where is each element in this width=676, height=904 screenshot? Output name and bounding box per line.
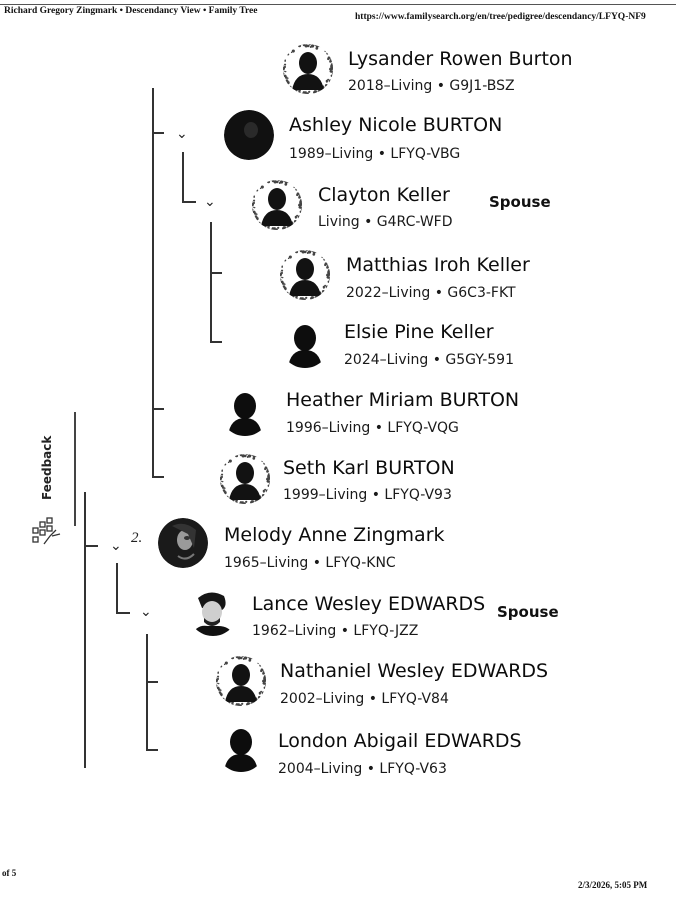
person-lifespan-id: 1989–Living • LFYQ-VBG xyxy=(289,146,461,162)
person-lifespan-id: 1965–Living • LFYQ-KNC xyxy=(224,555,396,571)
person-lifespan-id: 1999–Living • LFYQ-V93 xyxy=(283,487,452,503)
chevron-down-icon[interactable]: ⌄ xyxy=(176,126,188,142)
tree-line xyxy=(84,545,98,547)
spouse-label: Spouse xyxy=(497,603,559,621)
person-name[interactable]: Melody Anne Zingmark xyxy=(224,524,445,546)
person-lifespan-id: 2018–Living • G9J1-BSZ xyxy=(348,78,515,94)
avatar[interactable] xyxy=(216,656,266,706)
page-count: of 5 xyxy=(2,868,17,878)
feedback-tab[interactable]: Feedback xyxy=(40,435,54,500)
tree-line xyxy=(116,612,130,614)
avatar[interactable] xyxy=(216,722,266,772)
feedback-tab-border xyxy=(74,412,76,526)
print-header-title: Richard Gregory Zingmark • Descendancy V… xyxy=(4,6,258,16)
tree-line xyxy=(84,492,86,768)
avatar[interactable] xyxy=(220,386,270,436)
person-name[interactable]: Lysander Rowen Burton xyxy=(348,48,573,70)
avatar[interactable] xyxy=(224,110,274,160)
header-rule xyxy=(0,4,676,5)
avatar[interactable] xyxy=(158,518,208,568)
tree-line xyxy=(182,152,184,202)
handwritten-note: 2. xyxy=(131,530,143,546)
family-tree-icon[interactable] xyxy=(30,516,66,554)
tree-line xyxy=(152,476,164,478)
print-datetime: 2/3/2026, 5:05 PM xyxy=(578,880,648,890)
tree-line xyxy=(182,201,196,203)
avatar[interactable] xyxy=(280,250,330,300)
tree-line xyxy=(210,341,222,343)
tree-line xyxy=(152,88,154,478)
person-name[interactable]: London Abigail EDWARDS xyxy=(278,730,522,752)
chevron-down-icon[interactable]: ⌄ xyxy=(204,194,216,210)
person-lifespan-id: 2002–Living • LFYQ-V84 xyxy=(280,691,449,707)
person-lifespan-id: 2022–Living • G6C3-FKT xyxy=(346,285,516,301)
person-lifespan-id: 1996–Living • LFYQ-VQG xyxy=(286,420,459,436)
person-lifespan-id: 1962–Living • LFYQ-JZZ xyxy=(252,623,419,639)
person-name[interactable]: Lance Wesley EDWARDS xyxy=(252,593,486,615)
person-name[interactable]: Elsie Pine Keller xyxy=(344,321,494,343)
avatar[interactable] xyxy=(188,586,238,636)
avatar[interactable] xyxy=(280,318,330,368)
person-name[interactable]: Clayton Keller xyxy=(318,184,450,206)
print-header-url[interactable]: https://www.familysearch.org/en/tree/ped… xyxy=(355,12,646,22)
tree-line xyxy=(146,681,158,683)
person-name[interactable]: Ashley Nicole BURTON xyxy=(289,114,503,136)
tree-line xyxy=(210,222,212,342)
tree-line xyxy=(210,272,222,274)
avatar[interactable] xyxy=(220,454,270,504)
tree-line xyxy=(146,749,158,751)
chevron-down-icon[interactable]: ⌄ xyxy=(110,538,122,554)
avatar[interactable] xyxy=(252,180,302,230)
person-lifespan-id: 2024–Living • G5GY-591 xyxy=(344,352,514,368)
person-name[interactable]: Seth Karl BURTON xyxy=(283,457,455,479)
avatar[interactable] xyxy=(283,44,333,94)
person-name[interactable]: Matthias Iroh Keller xyxy=(346,254,530,276)
person-name[interactable]: Heather Miriam BURTON xyxy=(286,389,520,411)
spouse-label: Spouse xyxy=(489,193,551,211)
tree-line xyxy=(152,408,164,410)
chevron-down-icon[interactable]: ⌄ xyxy=(140,604,152,620)
tree-line xyxy=(152,132,164,134)
person-name[interactable]: Nathaniel Wesley EDWARDS xyxy=(280,660,549,682)
person-lifespan-id: 2004–Living • LFYQ-V63 xyxy=(278,761,447,777)
person-lifespan-id: Living • G4RC-WFD xyxy=(318,214,453,230)
tree-line xyxy=(146,634,148,750)
tree-line xyxy=(116,563,118,613)
